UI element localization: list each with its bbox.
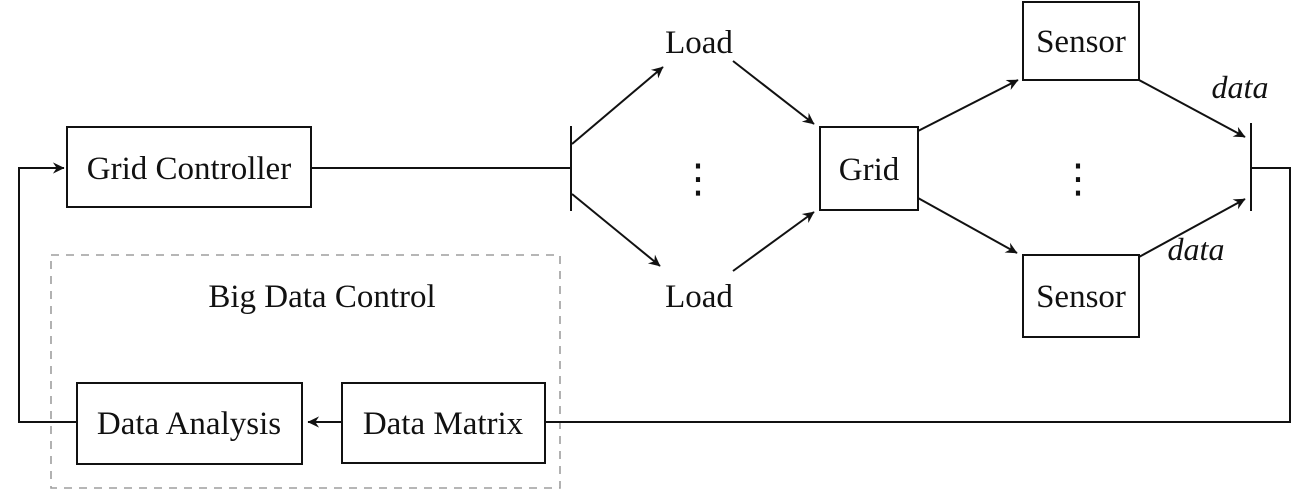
label-load-bottom: Load: [665, 279, 733, 315]
label-load-top: Load: [665, 25, 733, 61]
vdots-right-icon: ⋮: [1058, 156, 1098, 202]
group-big-data-control: [50, 254, 561, 489]
label-sensor-bottom: Sensor: [1036, 279, 1126, 315]
edge-load-bottom-to-grid: [732, 211, 815, 272]
edge-grid-to-sensor-top: [917, 79, 1019, 132]
node-data-matrix: [341, 382, 546, 464]
label-grid: Grid: [839, 152, 900, 188]
edge-data-bus-to-data-matrix: [545, 167, 1291, 423]
edge-bus-to-load-top: [571, 66, 664, 145]
label-data-analysis: Data Analysis: [97, 406, 281, 442]
node-grid: [819, 126, 919, 211]
label-data-matrix: Data Matrix: [363, 406, 524, 442]
edge-grid-to-sensor-bottom: [917, 197, 1018, 254]
edge-sensor-top-to-data-bus: [1138, 79, 1246, 138]
node-data-analysis: [76, 382, 303, 465]
edge-bus-to-load-bottom: [571, 193, 661, 267]
label-grid-controller: Grid Controller: [87, 151, 291, 187]
vdots-left-icon: ⋮: [678, 156, 718, 202]
edge-feedback-to-controller: [18, 162, 77, 423]
label-big-data-control: Big Data Control: [208, 279, 435, 315]
node-sensor-bottom: [1022, 254, 1140, 338]
node-grid-controller: [66, 126, 312, 208]
edge-sensor-bottom-to-data-bus: [1138, 198, 1246, 258]
edge-load-top-to-grid: [732, 60, 815, 125]
label-data-bottom: data: [1168, 231, 1225, 267]
label-sensor-top: Sensor: [1036, 24, 1126, 60]
label-data-top: data: [1212, 69, 1269, 105]
node-sensor-top: [1022, 1, 1140, 81]
